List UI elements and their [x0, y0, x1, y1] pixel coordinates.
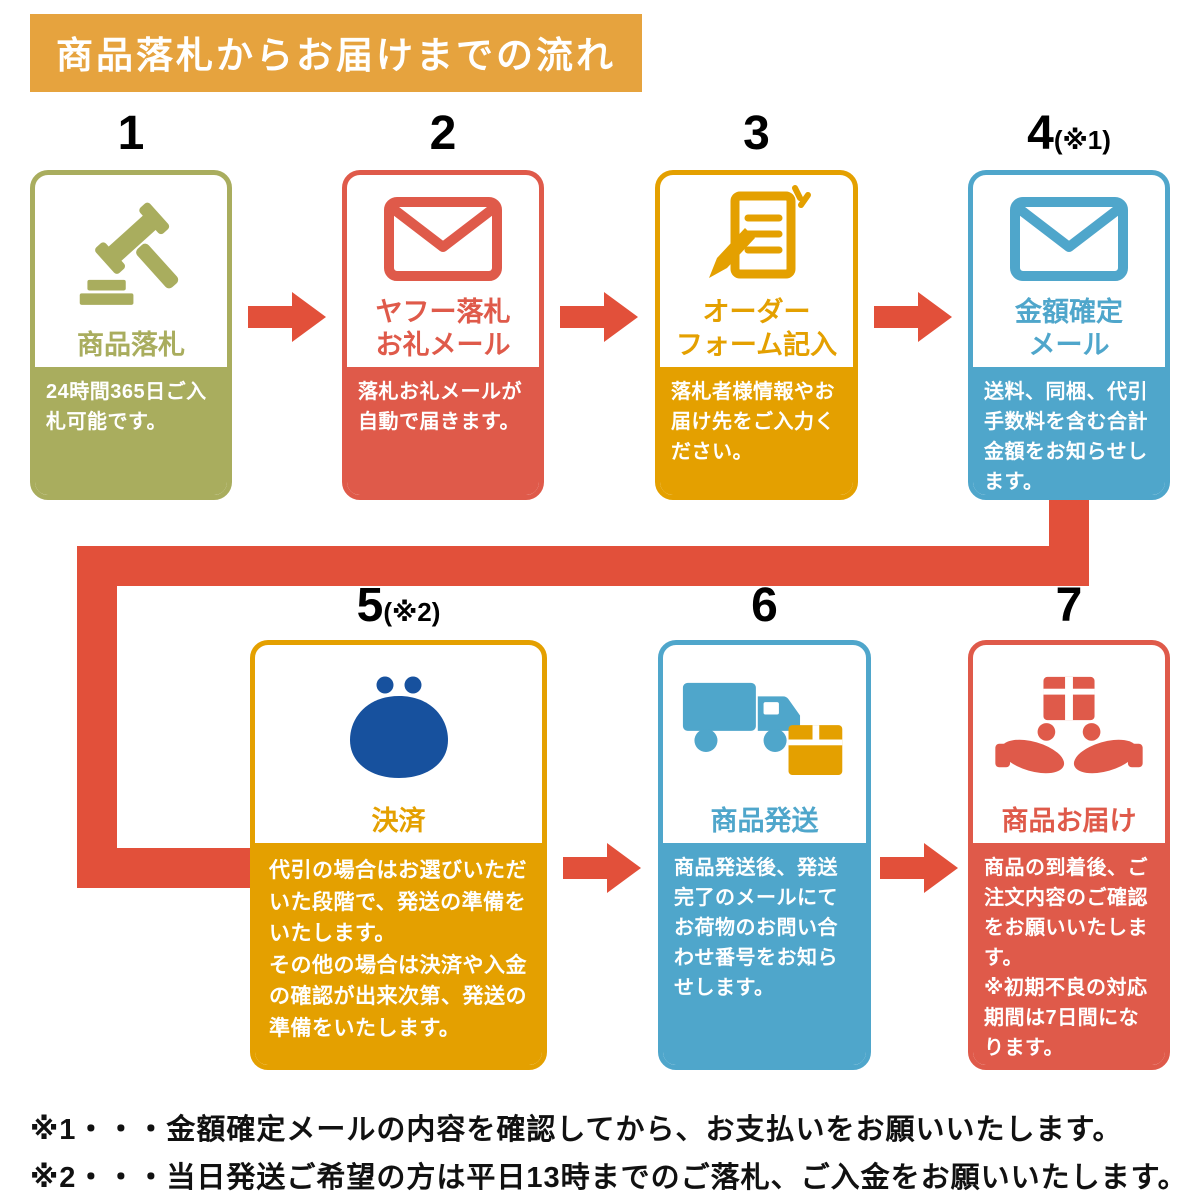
step-body: 落札お礼メールが自動で届きます。	[347, 367, 539, 495]
step-body: 商品の到着後、ご注文内容のご確認をお願いいたします。 ※初期不良の対応期間は7日…	[973, 843, 1165, 1065]
step-7-top: 商品お届け	[973, 645, 1165, 843]
flow-connector-segment	[77, 848, 252, 888]
flow-arrow	[560, 292, 638, 342]
step-6-icon-box	[681, 655, 849, 801]
step-card-thankyou-mail: ヤフー落札 お礼メール 落札お礼メールが自動で届きます。	[342, 170, 544, 500]
step-6-number: 6	[751, 579, 778, 632]
flow-connector-segment	[77, 546, 117, 888]
truck-icon	[682, 682, 842, 775]
step-7-icon-box	[994, 655, 1144, 801]
step-5-number: 5(※2)	[356, 579, 441, 632]
step-7-number: 7	[1055, 579, 1083, 632]
step-title: 決済	[371, 805, 426, 836]
step-4-number: 4(※1)	[1027, 107, 1111, 160]
step-1-icon-box	[74, 185, 189, 325]
step-4-icon-box	[1010, 185, 1128, 292]
step-title: 金額確定 メール	[1015, 297, 1123, 360]
purse-icon	[349, 676, 448, 778]
step-body: 送料、同梱、代引手数料を含む合計金額をお知らせします。	[973, 367, 1165, 495]
step-3-top: オーダー フォーム記入	[660, 175, 853, 367]
step-body: 落札者様情報やお届け先をご入力ください。	[660, 367, 853, 495]
step-card-order-form: オーダー フォーム記入 落札者様情報やお届け先をご入力ください。	[655, 170, 858, 500]
step-6-top: 商品発送	[663, 645, 866, 843]
step-body: 代引の場合はお選びいただいた段階で、発送の準備をいたします。 その他の場合は決済…	[255, 843, 542, 1065]
step-title: ヤフー落札 お礼メール	[375, 297, 511, 360]
page-title: 商品落札からお届けまでの流れ	[30, 14, 642, 92]
step-2-icon-box	[384, 185, 502, 292]
step-title: オーダー フォーム記入	[675, 297, 838, 360]
flow-arrow	[563, 843, 641, 893]
step-body: 商品発送後、発送完了のメールにてお荷物のお問い合わせ番号をお知らせします。	[663, 843, 866, 1065]
footnote-1: ※1・・・金額確定メールの内容を確認してから、お支払いをお願いいたします。	[30, 1114, 1123, 1146]
mail-icon	[1010, 196, 1128, 281]
gavel-icon	[79, 202, 178, 305]
step-card-shipping: 商品発送 商品発送後、発送完了のメールにてお荷物のお問い合わせ番号をお知らせしま…	[658, 640, 871, 1070]
step-5-top: 決済	[255, 645, 542, 843]
step-card-delivery: 商品お届け 商品の到着後、ご注文内容のご確認をお願いいたします。 ※初期不良の対…	[968, 640, 1170, 1070]
step-2-top: ヤフー落札 お礼メール	[347, 175, 539, 367]
footnote-2: ※2・・・当日発送ご希望の方は平日13時までのご落札、ご入金をお願いいたします。	[30, 1162, 1188, 1194]
step-1-top: 商品落札	[35, 175, 227, 367]
step-card-price-mail: 金額確定 メール 送料、同梱、代引手数料を含む合計金額をお知らせします。	[968, 170, 1170, 500]
flow-arrow	[880, 843, 958, 893]
step-1-number: 1	[117, 107, 145, 160]
step-5-icon-box	[340, 655, 458, 801]
step-title: 商品発送	[710, 805, 819, 836]
order-form-icon	[708, 185, 811, 279]
step-title: 商品落札	[77, 329, 185, 360]
step-4-top: 金額確定 メール	[973, 175, 1165, 367]
step-3-icon-box	[701, 184, 813, 292]
flow-arrow	[874, 292, 952, 342]
step-card-auction-win: 商品落札 24時間365日ご入札可能です。	[30, 170, 232, 500]
mail-icon	[384, 196, 502, 281]
flow-arrow	[248, 292, 326, 342]
step-2-number: 2	[429, 107, 457, 160]
step-body: 24時間365日ご入札可能です。	[35, 367, 227, 495]
delivery-hands-icon	[995, 676, 1143, 774]
step-3-number: 3	[743, 107, 770, 160]
step-title: 商品お届け	[1001, 805, 1137, 836]
flow-connector-segment	[77, 546, 1089, 586]
step-card-payment: 決済 代引の場合はお選びいただいた段階で、発送の準備をいたします。 その他の場合…	[250, 640, 547, 1070]
